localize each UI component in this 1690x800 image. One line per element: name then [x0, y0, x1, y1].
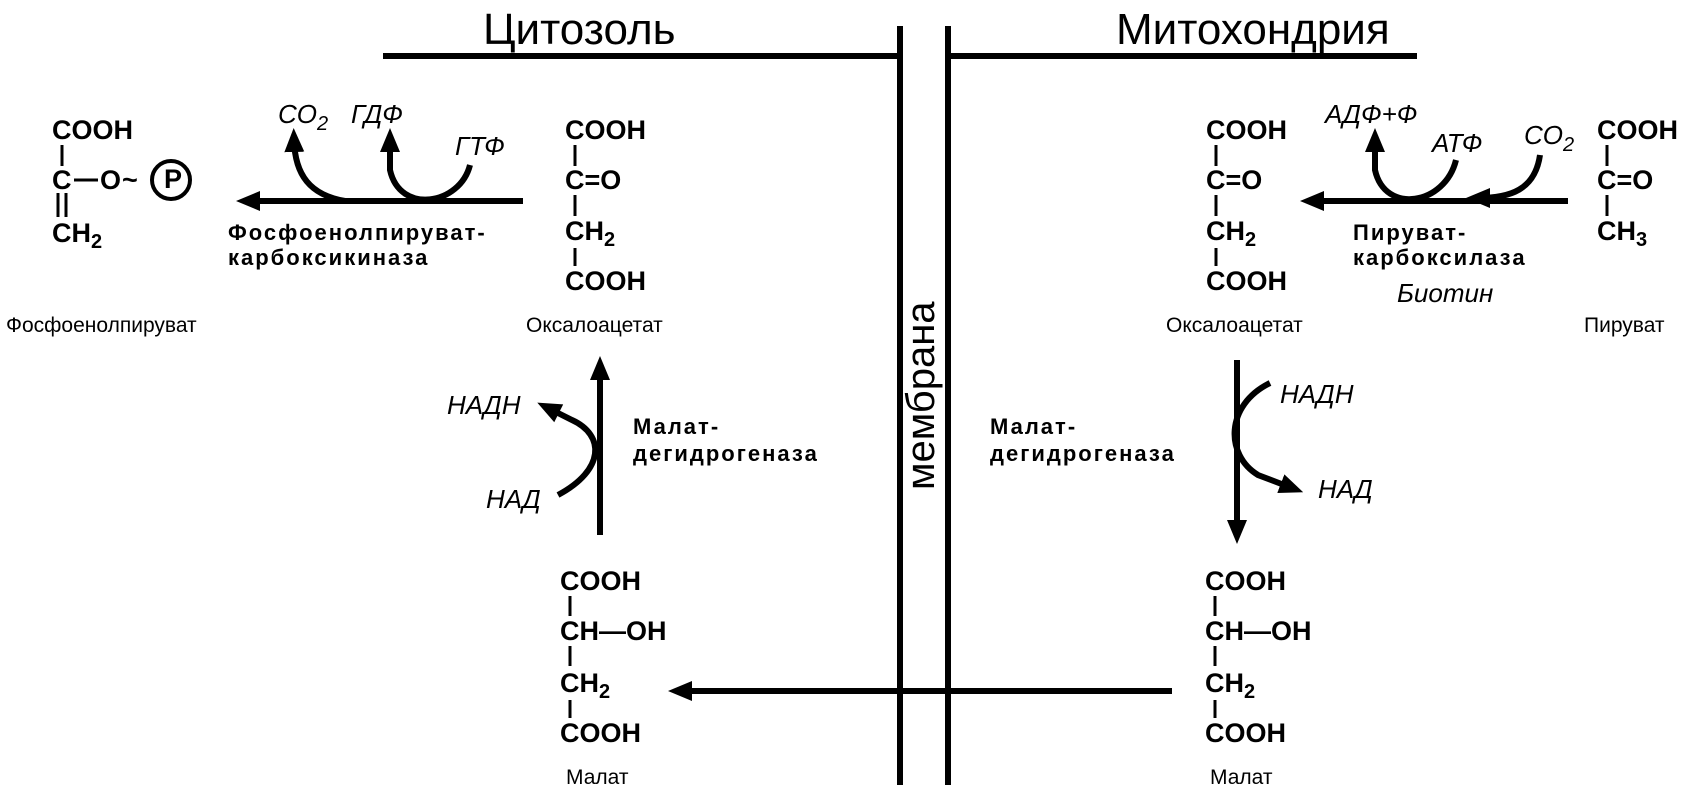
caption-oaa-right: Оксалоацетат	[1166, 314, 1303, 337]
oaa-right-ch2: CH2	[1206, 216, 1256, 251]
nadh-nad-curve-right	[1231, 380, 1304, 494]
cofactor-co2-right: CO2	[1524, 120, 1574, 156]
pep-o: O	[100, 165, 121, 195]
cofactor-gtp: ГТФ	[455, 131, 505, 161]
caption-pyruvate: Пируват	[1584, 314, 1665, 337]
phosphoenolpyruvate-structure: COOH C O ~ P CH2	[52, 115, 192, 253]
pep-tilde: ~	[122, 165, 138, 195]
cofactor-atp: АТФ	[1430, 128, 1482, 158]
co2-uptake-curve	[1466, 154, 1543, 208]
caption-oaa-left: Оксалоацетат	[526, 314, 663, 337]
oaa-right-cooh-top: COOH	[1206, 115, 1287, 145]
enzyme-pepck-line1: Фосфоенолпируват-	[228, 220, 487, 245]
enzyme-mdh-left-line2: дегидрогеназа	[633, 441, 819, 466]
oaa-right-co: C=O	[1206, 165, 1262, 195]
co2-release-curve	[284, 128, 346, 204]
mal-left-ch2: CH2	[560, 668, 610, 703]
oaa-left-cooh-bottom: COOH	[565, 266, 646, 296]
atp-adp-curve	[1365, 128, 1459, 203]
cofactor-nad-right: НАД	[1318, 474, 1373, 504]
cofactor-nadh-left: НАДН	[447, 390, 521, 420]
enzyme-mdh-right-line2: дегидрогеназа	[990, 441, 1176, 466]
pyruvate-structure: COOH C=O CH3	[1597, 115, 1678, 251]
gtp-gdp-curve	[380, 128, 473, 203]
enzyme-mdh-left-line1: Малат-	[633, 414, 720, 439]
mal-right-cooh-top: COOH	[1205, 566, 1286, 596]
mal-right-cooh-bottom: COOH	[1205, 718, 1286, 748]
enzyme-pc-line1: Пируват-	[1353, 220, 1467, 245]
mal-left-cooh-bottom: COOH	[560, 718, 641, 748]
oaa-left-cooh-top: COOH	[565, 115, 646, 145]
mal-right-choh: CH—OH	[1205, 616, 1312, 646]
membrane-label: мембрана	[899, 301, 943, 490]
pep-ch2: CH2	[52, 218, 102, 253]
pep-p: P	[164, 164, 182, 194]
header-mitochondria: Митохондрия	[1116, 5, 1390, 54]
pep-c: C	[52, 165, 72, 195]
pyr-cooh: COOH	[1597, 115, 1678, 145]
pyr-ch3: CH3	[1597, 216, 1647, 251]
malate-right-structure: COOH CH—OH CH2 COOH	[1205, 566, 1312, 748]
nad-nadh-curve-left	[537, 402, 599, 498]
phosphate-circle	[150, 159, 192, 201]
cofactor-biotin: Биотин	[1397, 278, 1493, 308]
pyr-co: C=O	[1597, 165, 1653, 195]
caption-malate-right: Малат	[1210, 766, 1273, 789]
oxaloacetate-left-structure: COOH C=O CH2 COOH	[565, 115, 646, 296]
malate-left-structure: COOH CH—OH CH2 COOH	[560, 566, 667, 748]
pep-cooh: COOH	[52, 115, 133, 145]
enzyme-pc-line2: карбоксилаза	[1353, 245, 1527, 270]
cofactor-adp: АДФ+Ф	[1323, 99, 1417, 129]
cofactor-nad-left: НАД	[486, 484, 541, 514]
enzyme-pepck-line2: карбоксикиназа	[228, 245, 429, 270]
cofactor-co2-left: CO2	[278, 99, 328, 135]
header-cytosol: Цитозоль	[483, 5, 676, 54]
enzyme-mdh-right-line1: Малат-	[990, 414, 1077, 439]
oaa-right-cooh-bottom: COOH	[1206, 266, 1287, 296]
cofactor-gdp: ГДФ	[351, 99, 403, 129]
oxaloacetate-right-structure: COOH C=O CH2 COOH	[1206, 115, 1287, 296]
caption-malate-left: Малат	[566, 766, 629, 789]
cofactor-nadh-right: НАДН	[1280, 379, 1354, 409]
mal-right-ch2: CH2	[1205, 668, 1255, 703]
caption-pep: Фосфоенолпируват	[6, 314, 197, 337]
mal-left-cooh-top: COOH	[560, 566, 641, 596]
oaa-left-co: C=O	[565, 165, 621, 195]
mal-left-choh: CH—OH	[560, 616, 667, 646]
oaa-left-ch2: CH2	[565, 216, 615, 251]
